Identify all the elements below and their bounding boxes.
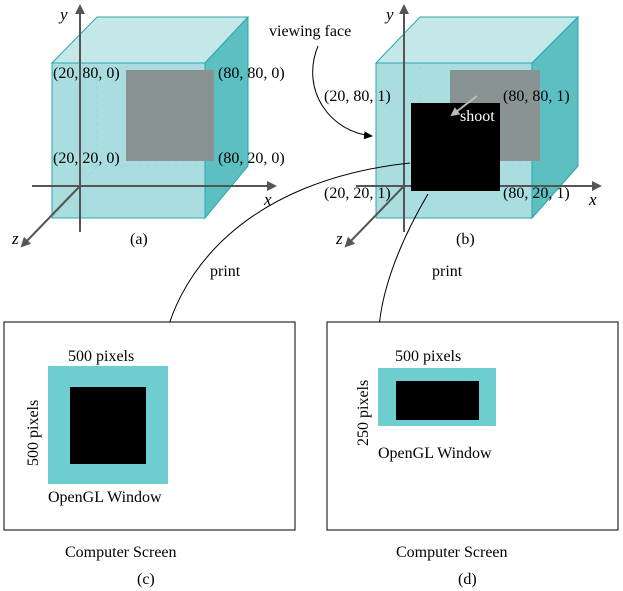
window-label-d: OpenGL Window	[378, 445, 492, 462]
corner-a-bottom-right: (80, 20, 0)	[218, 150, 285, 167]
shoot-label: shoot	[460, 108, 495, 125]
panel-d: 500 pixels 250 pixels OpenGL Window Comp…	[326, 321, 619, 588]
caption-a: (a)	[130, 231, 148, 248]
screen-label-d: Computer Screen	[396, 544, 508, 561]
axis-a-x-label: x	[263, 190, 272, 209]
black-render-d	[396, 381, 479, 420]
corner-a-top-left: (20, 80, 0)	[53, 65, 120, 82]
axis-a-y-label: y	[58, 5, 68, 24]
shoot-arrow	[450, 95, 478, 117]
corner-a-top-right: (80, 80, 0)	[218, 65, 285, 82]
caption-d: (d)	[458, 571, 477, 588]
viewing-face-label: viewing face	[269, 23, 351, 40]
corner-a-bottom-left: (20, 20, 0)	[53, 150, 120, 167]
caption-c: (c)	[137, 571, 155, 588]
axis-a-z	[20, 185, 81, 248]
viewing-face-arrow	[312, 45, 373, 140]
black-render-c	[70, 387, 146, 464]
print-label-right: print	[432, 263, 463, 280]
axis-b-x-label: x	[588, 190, 597, 209]
print-label-left: print	[210, 263, 241, 280]
corner-b-bottom-left: (20, 20, 1)	[324, 185, 391, 202]
screen-label-c: Computer Screen	[65, 544, 177, 561]
axis-b-y-label: y	[384, 5, 394, 24]
cube-a-inner-square	[126, 70, 214, 161]
black-viewing-square	[411, 103, 500, 191]
axis-a-z-label: z	[11, 229, 19, 248]
panel-a: y x z (20, 80, 0) (80, 80, 0) (20, 20, 0…	[11, 4, 285, 248]
corner-b-bottom-right: (80, 20, 1)	[503, 185, 570, 202]
window-label-c: OpenGL Window	[48, 489, 162, 506]
corner-b-top-right: (80, 80, 1)	[503, 88, 570, 105]
width-label-c: 500 pixels	[68, 348, 134, 365]
height-label-c: 500 pixels	[25, 400, 42, 466]
panel-b: shoot viewing face y x z (20, 80, 1) (80…	[269, 4, 602, 248]
axis-b-z-label: z	[335, 229, 343, 248]
width-label-d: 500 pixels	[395, 348, 461, 365]
axis-b-z	[344, 185, 405, 248]
corner-b-top-left: (20, 80, 1)	[324, 88, 391, 105]
caption-b: (b)	[456, 231, 475, 248]
height-label-d: 250 pixels	[355, 380, 372, 446]
panel-c: 500 pixels 500 pixels OpenGL Window Comp…	[3, 321, 296, 588]
